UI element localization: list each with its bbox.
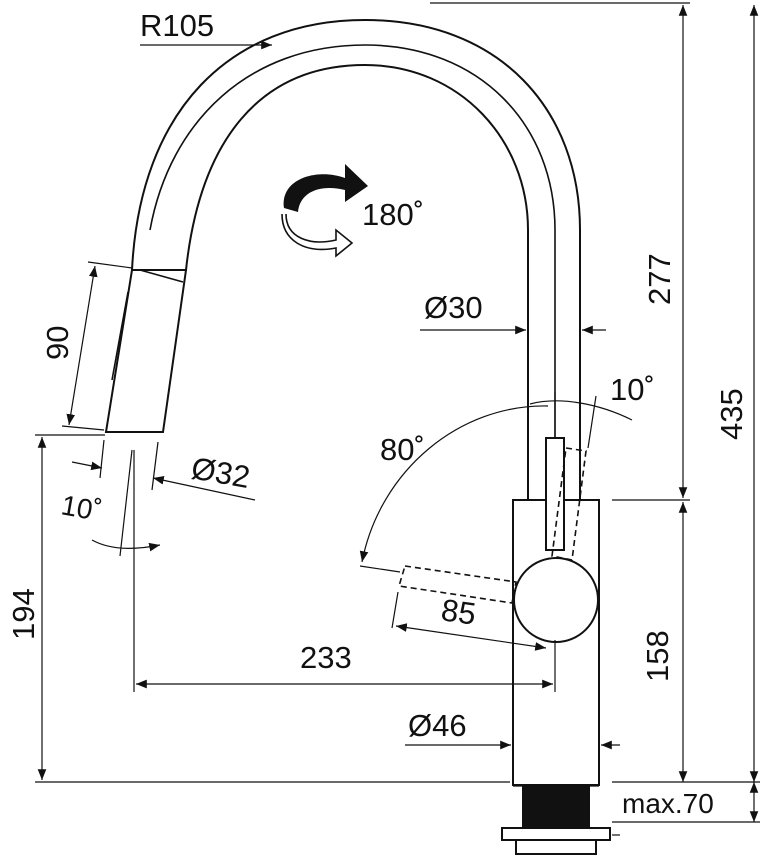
body-height-label: 158 — [640, 630, 675, 682]
lever-length-label: 85 — [439, 592, 478, 631]
dimension-labels: R105 180˚ 90 Ø32 10˚ 194 233 277 435 Ø30… — [6, 8, 749, 819]
spray-head — [104, 269, 188, 433]
radius-label: R105 — [140, 8, 214, 43]
spout-tube — [130, 18, 581, 501]
lever-swing-label: 80˚ — [380, 432, 425, 467]
rotation-label: 180˚ — [362, 197, 424, 232]
lever-tilt-label: 10˚ — [610, 372, 655, 407]
upper-height-label: 277 — [642, 253, 677, 305]
reach-label: 233 — [300, 640, 352, 675]
total-height-label: 435 — [714, 388, 749, 440]
spout-length-label: 90 — [40, 326, 75, 360]
dimension-lines — [35, 2, 760, 836]
rotation-arrow-icon — [281, 164, 368, 258]
tube-diameter-label: Ø30 — [424, 290, 483, 325]
counter-thickness-label: max.70 — [622, 788, 714, 819]
body-diameter-label: Ø46 — [408, 708, 467, 743]
height-left-label: 194 — [6, 588, 41, 640]
spray-angle-label: 10˚ — [59, 489, 104, 527]
mounting-shank — [501, 785, 611, 855]
